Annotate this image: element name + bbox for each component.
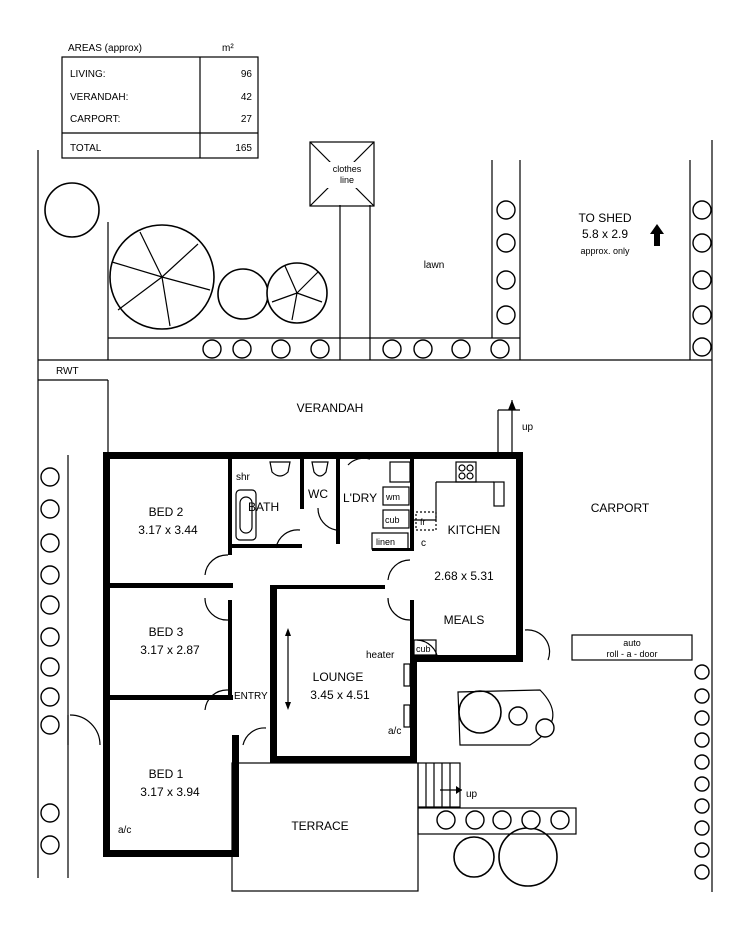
- lounge-dims: 3.45 x 4.51: [310, 688, 370, 702]
- tree-icon-bottom-1: [453, 836, 495, 878]
- linen-label: linen: [376, 537, 395, 547]
- auto-door-label-2: roll - a - door: [606, 649, 657, 659]
- auto-door-label-1: auto: [623, 638, 641, 648]
- lawn-label: lawn: [424, 260, 445, 271]
- c-label: c: [421, 538, 426, 549]
- entry-label: ENTRY: [234, 691, 268, 702]
- heater-box: [403, 663, 411, 687]
- tree-icon-medium-1: [217, 268, 269, 320]
- areas-table-border: [61, 56, 259, 159]
- tree-icon-small-top-left: [44, 182, 100, 238]
- bath-label: BATH: [248, 500, 279, 514]
- shrub-row-right-lower: [694, 664, 710, 880]
- lounge-double-arrow: [285, 628, 291, 710]
- carport-label: CARPORT: [591, 501, 650, 515]
- tree-icon-large: [109, 224, 215, 330]
- shrub-row-left: [40, 467, 60, 855]
- fridge-box: [415, 511, 437, 531]
- bed1-dims: 3.17 x 3.94: [140, 785, 200, 799]
- terrace-label: TERRACE: [291, 819, 348, 833]
- shed-label-2: 5.8 x 2.9: [582, 227, 628, 241]
- verandah-label: VERANDAH: [297, 401, 364, 415]
- boundary-lines: [37, 140, 713, 892]
- areas-row-living-value: 96: [241, 69, 253, 80]
- cub-box-2: [413, 639, 437, 656]
- clothes-line-label-1: clothes: [333, 164, 362, 174]
- linen-box: [371, 532, 409, 550]
- shrub-row-far-right: [692, 200, 712, 357]
- areas-header: AREAS (approx): [68, 43, 142, 54]
- fr-label: fr: [420, 517, 426, 527]
- wm-box: [382, 486, 410, 506]
- bath-fixtures: [235, 461, 329, 541]
- verandah-up-arrow: [497, 400, 520, 452]
- wm-label: wm: [385, 492, 400, 502]
- windows: [105, 454, 520, 854]
- ac-label-2: a/c: [118, 825, 131, 836]
- tree-icon-garden: [458, 690, 502, 734]
- terrace: TERRACE: [231, 762, 419, 892]
- heater-label: heater: [366, 650, 395, 661]
- kitchen-fixtures: [389, 461, 505, 521]
- bed2-dims: 3.17 x 3.44: [138, 523, 198, 537]
- garden-bed: [457, 689, 555, 746]
- areas-row-carport-value: 27: [241, 114, 253, 125]
- shed-label-3: approx. only: [580, 246, 630, 256]
- shed-label-1: TO SHED: [578, 211, 631, 225]
- bed2-name: BED 2: [149, 505, 184, 519]
- areas-unit: m²: [222, 43, 234, 54]
- cub-box: [382, 509, 410, 529]
- ldry-label: L'DRY: [343, 491, 377, 505]
- areas-total-name: TOTAL: [70, 143, 102, 154]
- terrace-steps: [417, 762, 462, 808]
- auto-door-box: [571, 634, 693, 661]
- kitchen-label: KITCHEN: [448, 523, 501, 537]
- areas-row-living-name: LIVING:: [70, 69, 106, 80]
- lounge-label: LOUNGE: [313, 670, 364, 684]
- up-label-2: up: [466, 789, 478, 800]
- shr-label: shr: [236, 472, 251, 483]
- shrub-row-lawn-right: [496, 200, 516, 325]
- bed3-name: BED 3: [149, 625, 184, 639]
- up-label-1: up: [522, 422, 534, 433]
- areas-table: AREAS (approx) m² LIVING: 96 VERANDAH: 4…: [61, 43, 259, 159]
- meals-label: MEALS: [444, 613, 485, 627]
- shed-note: TO SHED 5.8 x 2.9 approx. only: [578, 211, 664, 256]
- wc-label: WC: [308, 487, 328, 501]
- areas-row-verandah-name: VERANDAH:: [70, 92, 128, 103]
- rwt-label: RWT: [56, 366, 79, 377]
- clothes-line: clothes line: [309, 141, 375, 207]
- clothes-line-label-2: line: [340, 175, 354, 185]
- door-swings: [69, 457, 551, 746]
- up-arrow-icon: [650, 224, 664, 246]
- shrub-row-top: [202, 339, 510, 359]
- bed3-dims: 3.17 x 2.87: [140, 643, 200, 657]
- ac-box: [403, 704, 411, 728]
- areas-row-verandah-value: 42: [241, 92, 253, 103]
- tree-icon-medium-2: [266, 262, 328, 324]
- bed1-name: BED 1: [149, 767, 184, 781]
- meals-dims: 2.68 x 5.31: [434, 569, 494, 583]
- areas-row-carport-name: CARPORT:: [70, 114, 120, 125]
- ac-label-1: a/c: [388, 726, 401, 737]
- shrub-row-terrace-right: [417, 807, 577, 835]
- cub-label-1: cub: [385, 515, 400, 525]
- tree-icon-bottom-2: [498, 827, 558, 887]
- areas-total-value: 165: [235, 143, 252, 154]
- cub-label-2: cub: [416, 644, 431, 654]
